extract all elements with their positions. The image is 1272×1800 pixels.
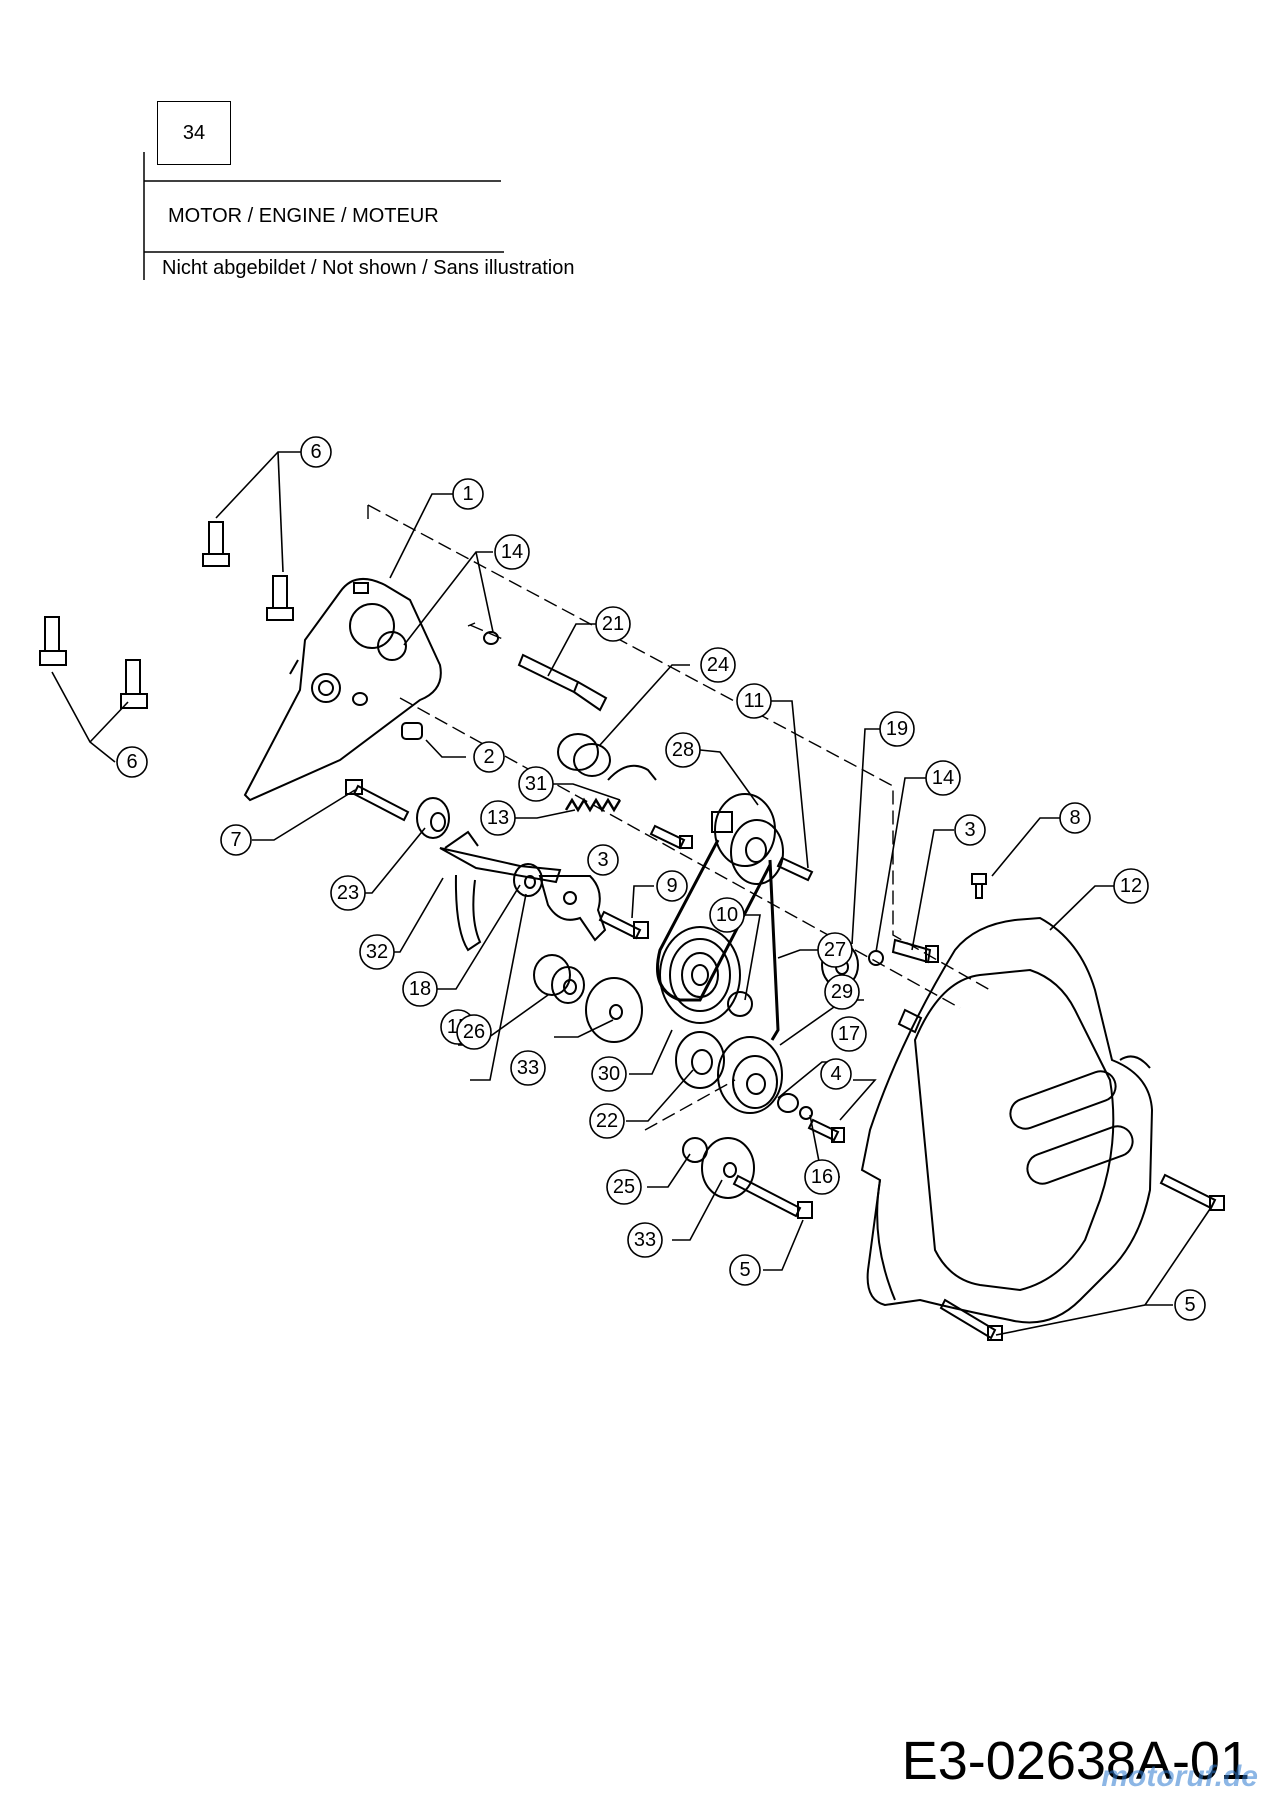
callout-23: 23 — [330, 875, 366, 911]
callout-33-lower: 33 — [627, 1222, 663, 1258]
callout-label: 6 — [126, 751, 137, 773]
callout-label: 29 — [831, 981, 853, 1003]
callout-31: 31 — [518, 766, 554, 802]
callout-11: 11 — [736, 683, 772, 719]
callout-32: 32 — [359, 934, 395, 970]
legend-number-box: 34 — [157, 101, 231, 165]
callout-10: 10 — [709, 897, 745, 933]
bolt-6-lower-left — [120, 659, 148, 709]
callout-label: 3 — [597, 849, 608, 871]
callout-14-top: 14 — [494, 534, 530, 570]
callout-33-upper: 33 — [510, 1050, 546, 1086]
callout-label: 7 — [230, 829, 241, 851]
callout-6-top: 6 — [300, 436, 332, 468]
callout-label: 12 — [1120, 875, 1142, 897]
callout-label: 26 — [463, 1021, 485, 1043]
watermark: motoruf.de — [1101, 1760, 1258, 1794]
callout-14-right: 14 — [925, 760, 961, 796]
bolt-6-upper-left — [202, 521, 230, 567]
callout-label: 4 — [830, 1063, 841, 1085]
callout-17: 17 — [831, 1016, 867, 1052]
callout-label: 18 — [409, 978, 431, 1000]
callouts: 6 1 14 21 24 11 19 28 14 6 2 31 3 8 7 13… — [116, 436, 1206, 1321]
callout-3-mid: 3 — [587, 844, 619, 876]
callout-2: 2 — [473, 741, 505, 773]
callout-label: 14 — [932, 767, 954, 789]
mounting-plate — [243, 577, 442, 802]
part-drawings — [39, 504, 1225, 1341]
callout-5-right: 5 — [1174, 1289, 1206, 1321]
legend-rules — [143, 152, 504, 280]
callout-label: 8 — [1069, 807, 1080, 829]
callout-21: 21 — [595, 606, 631, 642]
callout-label: 9 — [666, 875, 677, 897]
callout-label: 11 — [744, 690, 765, 712]
callout-label: 24 — [707, 654, 729, 676]
callout-26: 26 — [456, 1014, 492, 1050]
watermark-text: motoruf.de — [1101, 1760, 1258, 1793]
callout-4: 4 — [820, 1058, 852, 1090]
legend-number: 34 — [182, 121, 206, 144]
callout-label: 33 — [517, 1057, 539, 1079]
callout-label: 27 — [824, 939, 846, 961]
callout-label: 19 — [886, 718, 908, 740]
callout-label: 1 — [462, 483, 473, 505]
callout-13: 13 — [480, 800, 516, 836]
callout-label: 10 — [716, 904, 738, 926]
callout-label: 31 — [525, 773, 547, 795]
callout-6-left: 6 — [116, 746, 148, 778]
callout-label: 30 — [598, 1063, 620, 1085]
callout-19: 19 — [879, 711, 915, 747]
callout-label: 33 — [634, 1229, 656, 1251]
not-shown-label: Nicht abgebildet / Not shown / Sans illu… — [162, 257, 575, 279]
callout-label: 2 — [483, 746, 494, 768]
callout-28: 28 — [665, 732, 701, 768]
callout-label: 22 — [596, 1110, 618, 1132]
callout-label: 13 — [487, 807, 509, 829]
callout-18: 18 — [402, 971, 438, 1007]
callout-3-right: 3 — [954, 814, 986, 846]
callout-30: 30 — [591, 1056, 627, 1092]
bolt-6-left — [39, 616, 67, 666]
callout-label: 16 — [811, 1166, 833, 1188]
callout-label: 17 — [838, 1023, 860, 1045]
callout-24: 24 — [700, 647, 736, 683]
belt-cover — [860, 916, 1154, 1324]
callout-29: 29 — [824, 974, 860, 1010]
callout-27: 27 — [817, 932, 853, 968]
callout-25: 25 — [606, 1169, 642, 1205]
callout-5-lower: 5 — [729, 1254, 761, 1286]
callout-label: 6 — [310, 441, 321, 463]
bolt-6-upper-right — [266, 575, 294, 621]
callout-1: 1 — [452, 478, 484, 510]
callout-7: 7 — [220, 824, 252, 856]
callout-label: 28 — [672, 739, 694, 761]
engine-label: MOTOR / ENGINE / MOTEUR — [168, 205, 439, 227]
callout-label: 5 — [1184, 1294, 1195, 1316]
callout-label: 21 — [602, 613, 624, 635]
callout-label: 25 — [613, 1176, 635, 1198]
callout-12: 12 — [1113, 868, 1149, 904]
callout-label: 3 — [964, 819, 975, 841]
callout-9: 9 — [656, 870, 688, 902]
callout-22: 22 — [589, 1103, 625, 1139]
callout-16: 16 — [804, 1159, 840, 1195]
callout-label: 14 — [501, 541, 523, 563]
callout-label: 5 — [739, 1259, 750, 1281]
callout-8: 8 — [1059, 802, 1091, 834]
callout-label: 32 — [366, 941, 388, 963]
callout-label: 23 — [337, 882, 359, 904]
drawing-number: E3-02638A-01 — [901, 1731, 1250, 1791]
